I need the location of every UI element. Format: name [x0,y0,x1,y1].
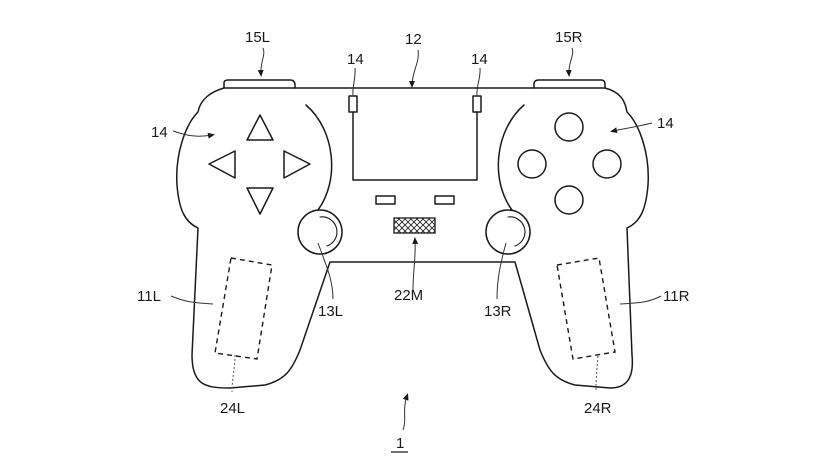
label-15L: 15L [245,29,270,46]
label-15R: 15R [555,29,583,46]
label-24R: 24R [584,400,612,417]
microphone-22M [393,217,436,234]
top-button-right [472,95,482,113]
right-sensor-24R [556,257,616,360]
label-14-top-right: 14 [471,51,488,68]
face-buttons [517,112,622,215]
label-11R: 11R [663,288,690,305]
left-sensor-24L [214,257,273,360]
dpad [208,114,311,215]
options-button [434,195,455,205]
right-trigger-15R [533,79,606,89]
label-14-face: 14 [657,115,674,132]
label-24L: 24L [220,400,245,417]
top-button-left [348,95,358,113]
label-13L: 13L [318,303,343,320]
face-button-right [592,149,622,179]
touch-pad-12 [352,111,478,181]
left-dpad-arc [305,104,333,211]
dpad-left-icon [208,150,236,179]
controller-body [176,87,649,389]
label-22M: 22M [394,287,423,304]
right-face-arc [497,104,525,211]
label-12: 12 [405,31,422,48]
dpad-down-icon [246,187,274,215]
right-stick-13R [485,209,531,255]
label-1: 1 [396,435,404,452]
dpad-right-icon [283,150,311,179]
left-stick-13L [297,209,343,255]
share-button [375,195,396,205]
label-11L: 11L [137,288,161,305]
face-button-left [517,149,547,179]
label-14-dpad: 14 [151,124,168,141]
label-14-top-left: 14 [347,51,364,68]
dpad-up-icon [246,114,274,141]
face-button-top [554,112,584,142]
left-trigger-15L [223,79,296,89]
face-button-bottom [554,185,584,215]
label-13R: 13R [484,303,512,320]
